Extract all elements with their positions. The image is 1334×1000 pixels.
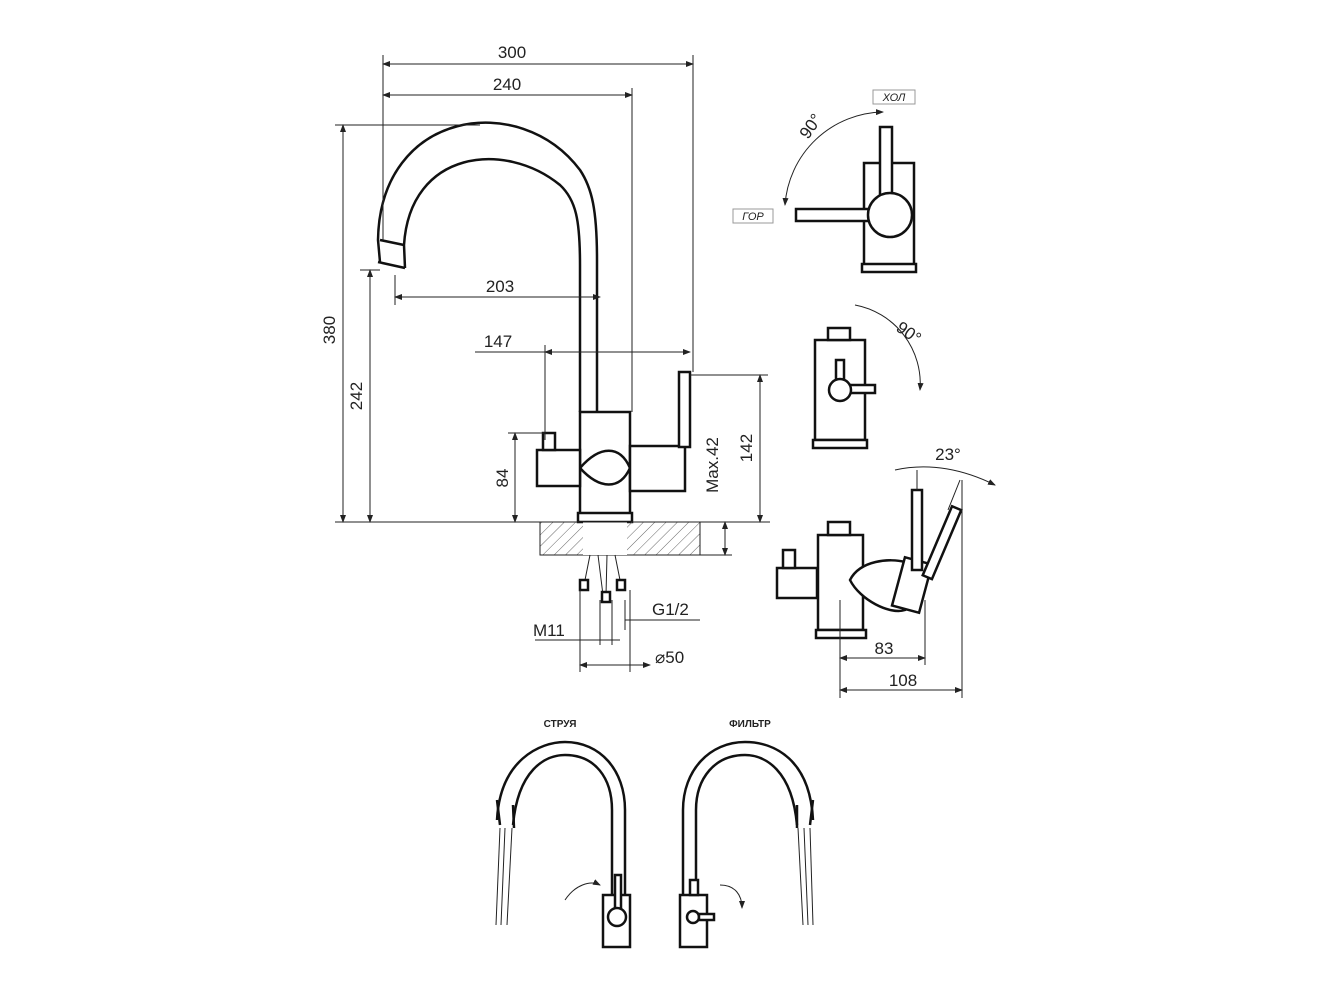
dim-242: 242	[347, 382, 366, 410]
dim-147: 147	[484, 332, 512, 351]
lever-tilt-view: 23° 83 108	[775, 445, 996, 698]
dim-142: 142	[737, 434, 756, 462]
top-view: ХОЛ ГОР 90°	[732, 89, 918, 274]
mode-filter-view: ФИЛЬТР	[678, 719, 815, 949]
dim-108: 108	[889, 671, 917, 690]
label-cold: ХОЛ	[882, 92, 906, 104]
filter-view: 90°	[811, 304, 925, 450]
label-filter: ФИЛЬТР	[729, 719, 771, 730]
dim-max42: Max.42	[703, 437, 722, 493]
dim-g12: G1/2	[652, 600, 689, 619]
body	[578, 410, 632, 517]
dim-380: 380	[320, 316, 339, 344]
angle-90-filter: 90°	[893, 318, 925, 348]
dim-m11: M11	[533, 621, 565, 640]
spout-inner	[402, 157, 582, 412]
dim-203: 203	[486, 277, 514, 296]
lever	[677, 370, 692, 449]
dim-84: 84	[493, 469, 512, 488]
right-handle	[628, 444, 687, 493]
dim-83: 83	[875, 639, 894, 658]
dim-240: 240	[493, 75, 521, 94]
left-handle	[535, 448, 582, 488]
spout-outer	[376, 121, 599, 412]
dimension-labels: 300 240 380 242 203 147 84 142 Max.42 G1…	[320, 43, 756, 667]
dimension-lines	[335, 55, 770, 672]
label-stream: СТРУЯ	[544, 719, 577, 730]
angle-23: 23°	[935, 445, 961, 464]
label-hot: ГОР	[742, 211, 764, 223]
main-faucet-view	[376, 121, 701, 604]
angle-90-top: 90°	[796, 110, 826, 142]
dim-300: 300	[498, 43, 526, 62]
dim-d50: ⌀50	[655, 648, 684, 667]
mode-stream-view: СТРУЯ	[495, 719, 632, 949]
